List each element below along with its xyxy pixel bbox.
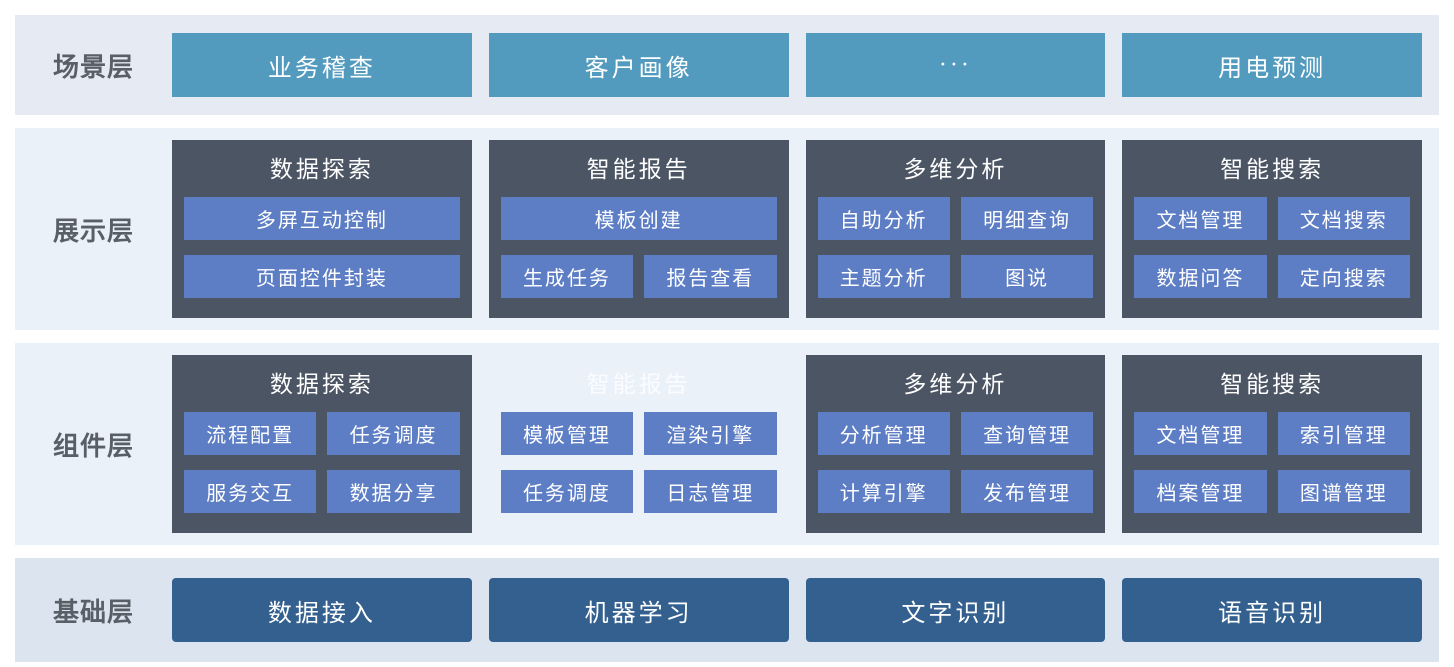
layer-content-component: 数据探索流程配置任务调度服务交互数据分享智能报告模板管理渲染引擎任务调度日志管理…: [172, 343, 1439, 545]
module-item: 渲染引擎: [644, 412, 777, 455]
module-item: 数据问答: [1134, 255, 1267, 298]
layer-band-display: 展示层数据探索多屏互动控制页面控件封装智能报告模板创建生成任务报告查看多维分析自…: [15, 128, 1439, 330]
module-item: 图谱管理: [1277, 470, 1410, 513]
module-card: 数据探索流程配置任务调度服务交互数据分享: [172, 355, 472, 533]
module-card-ghost: 智能报告模板管理渲染引擎任务调度日志管理: [489, 355, 789, 533]
module-item: 档案管理: [1134, 470, 1267, 513]
module-card: 智能搜索文档管理索引管理档案管理图谱管理: [1122, 355, 1422, 533]
scene-block: 用电预测: [1122, 33, 1422, 97]
scene-block: ···: [805, 33, 1106, 97]
layer-label-scene: 场景层: [52, 51, 134, 82]
module-card-grid: 流程配置任务调度服务交互数据分享: [184, 412, 460, 513]
module-item: 模板管理: [500, 412, 634, 455]
module-item: 多屏互动控制: [184, 197, 460, 240]
layer-band-component: 组件层数据探索流程配置任务调度服务交互数据分享智能报告模板管理渲染引擎任务调度日…: [15, 343, 1439, 545]
module-item: 报告查看: [644, 255, 777, 298]
layer-band-base: 基础层 数据接入机器学习文字识别语音识别: [15, 558, 1439, 662]
module-item: 日志管理: [644, 470, 777, 513]
module-card-grid: 文档管理文档搜索数据问答定向搜索: [1134, 197, 1410, 298]
module-card-grid: 文档管理索引管理档案管理图谱管理: [1134, 412, 1410, 513]
module-item: 索引管理: [1277, 412, 1410, 455]
module-card: 多维分析自助分析明细查询主题分析图说: [805, 140, 1106, 318]
module-item: 任务调度: [500, 470, 634, 513]
layer-content-base: 数据接入机器学习文字识别语音识别: [172, 558, 1439, 662]
layer-content-scene: 业务稽查客户画像···用电预测: [172, 15, 1439, 115]
layer-content-display: 数据探索多屏互动控制页面控件封装智能报告模板创建生成任务报告查看多维分析自助分析…: [172, 128, 1439, 330]
module-card-title: 智能报告: [586, 372, 691, 397]
module-card-title: 智能搜索: [1220, 157, 1325, 182]
module-item: 模板创建: [500, 197, 777, 240]
module-card: 智能搜索文档管理文档搜索数据问答定向搜索: [1122, 140, 1422, 318]
module-item: 数据分享: [327, 470, 460, 513]
module-item: 发布管理: [960, 470, 1094, 513]
module-item: 文档搜索: [1277, 197, 1410, 240]
module-item: 任务调度: [327, 412, 460, 455]
module-item: 分析管理: [817, 412, 950, 455]
scene-block: 业务稽查: [172, 33, 472, 97]
module-card-grid: 多屏互动控制页面控件封装: [184, 197, 460, 298]
module-card-title: 多维分析: [903, 372, 1008, 397]
module-item: 明细查询: [960, 197, 1094, 240]
module-card-grid: 自助分析明细查询主题分析图说: [817, 197, 1094, 298]
module-item: 页面控件封装: [184, 255, 460, 298]
layer-label-component: 组件层: [52, 430, 134, 461]
module-item: 流程配置: [184, 412, 317, 455]
module-card-grid: 分析管理查询管理计算引擎发布管理: [817, 412, 1094, 513]
base-block: 文字识别: [805, 578, 1106, 642]
module-card: 智能报告模板创建生成任务报告查看: [488, 140, 789, 318]
module-item: 计算引擎: [817, 470, 950, 513]
module-card-title: 多维分析: [903, 157, 1008, 182]
module-card: 数据探索多屏互动控制页面控件封装: [172, 140, 472, 318]
module-item: 主题分析: [817, 255, 950, 298]
module-item: 生成任务: [500, 255, 634, 298]
scene-block: 客户画像: [488, 33, 789, 97]
module-card-title: 数据探索: [269, 157, 374, 182]
module-item: 查询管理: [960, 412, 1094, 455]
module-card-title: 智能搜索: [1220, 372, 1325, 397]
layer-label-display: 展示层: [52, 215, 134, 246]
layer-label-base: 基础层: [52, 596, 134, 627]
module-card-grid: 模板管理渲染引擎任务调度日志管理: [500, 412, 777, 513]
module-card-title: 数据探索: [269, 372, 374, 397]
base-block: 数据接入: [172, 578, 472, 642]
module-item: 定向搜索: [1277, 255, 1410, 298]
module-item: 文档管理: [1134, 197, 1267, 240]
module-item: 文档管理: [1134, 412, 1267, 455]
base-block: 机器学习: [488, 578, 789, 642]
module-item: 服务交互: [184, 470, 317, 513]
layer-band-scene: 场景层 业务稽查客户画像···用电预测: [15, 15, 1439, 115]
module-item: 图说: [960, 255, 1094, 298]
module-card-title: 智能报告: [586, 157, 691, 182]
module-card: 多维分析分析管理查询管理计算引擎发布管理: [805, 355, 1106, 533]
base-block: 语音识别: [1122, 578, 1422, 642]
module-card-grid: 模板创建生成任务报告查看: [500, 197, 777, 298]
module-item: 自助分析: [817, 197, 950, 240]
